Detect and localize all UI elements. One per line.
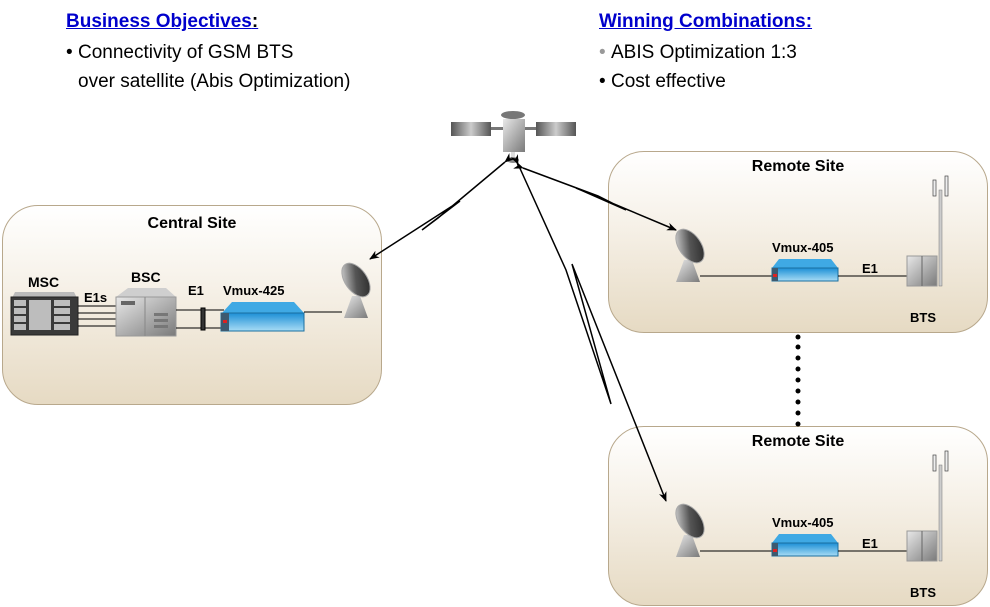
e1-label-remote-1: E1 bbox=[862, 261, 878, 276]
vmux-425-label: Vmux-425 bbox=[223, 283, 285, 298]
business-objectives-heading: Business Objectives: bbox=[66, 11, 259, 32]
e1s-label: E1s bbox=[84, 290, 108, 305]
bts-label-1: BTS bbox=[910, 310, 936, 325]
satellite-link-central bbox=[369, 153, 515, 260]
msc-label: MSC bbox=[28, 274, 60, 290]
e1-label-central: E1 bbox=[188, 283, 204, 298]
sites-ellipsis-dots bbox=[795, 334, 801, 427]
central-site-title: Central Site bbox=[147, 215, 237, 232]
objective-bullet-1: •Connectivity of GSM BTS bbox=[66, 42, 294, 63]
objective-bullet-1-cont: over satellite (Abis Optimization) bbox=[78, 71, 351, 92]
bts-label-2: BTS bbox=[910, 585, 936, 600]
vmux-405-label-1: Vmux-405 bbox=[772, 240, 834, 255]
winning-combinations-heading: Winning Combinations: bbox=[599, 11, 813, 32]
winning-bullet-2: •Cost effective bbox=[599, 71, 726, 92]
winning-bullet-1: •ABIS Optimization 1:3 bbox=[599, 42, 797, 63]
bsc-label: BSC bbox=[131, 269, 161, 285]
vmux-405-label-2: Vmux-405 bbox=[772, 515, 834, 530]
satellite-icon bbox=[451, 111, 576, 163]
central-site-box: Central Site bbox=[2, 205, 382, 405]
remote-site-2-box: Remote Site bbox=[608, 426, 988, 606]
e1-label-remote-2: E1 bbox=[862, 536, 878, 551]
remote-site-2-title: Remote Site bbox=[751, 433, 845, 450]
remote-site-1-title: Remote Site bbox=[751, 158, 845, 175]
